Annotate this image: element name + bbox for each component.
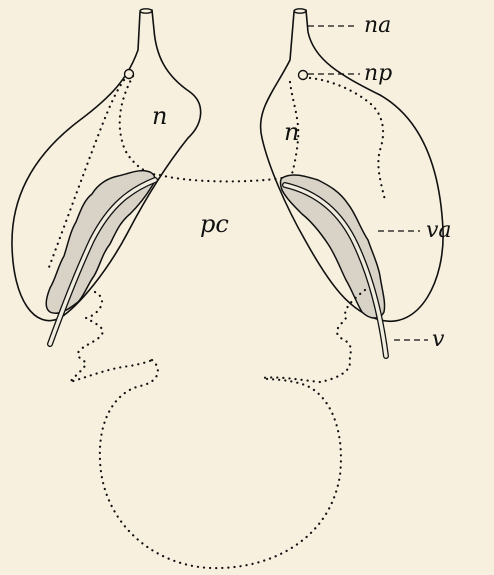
label-v: v [432,327,445,352]
label-na: na [364,13,391,38]
left-nephridium-outline [12,10,201,321]
label-pc: pc [200,210,229,238]
pericardial-bridge [160,175,282,181]
label-n-left: n [152,102,167,130]
left-pore [125,70,134,79]
left-pericardial-fold [70,292,152,382]
pericardial-sac [100,360,341,568]
left-nephrostome-tube-end [140,9,152,13]
right-gland [281,175,385,318]
label-n-right: n [284,118,299,146]
right-organ [261,9,444,382]
right-nephrostome-tube-end [294,9,306,13]
right-pore [299,71,308,80]
left-gland [46,171,155,314]
left-organ [12,9,201,382]
label-va: va [426,218,452,243]
label-np: np [364,61,392,86]
